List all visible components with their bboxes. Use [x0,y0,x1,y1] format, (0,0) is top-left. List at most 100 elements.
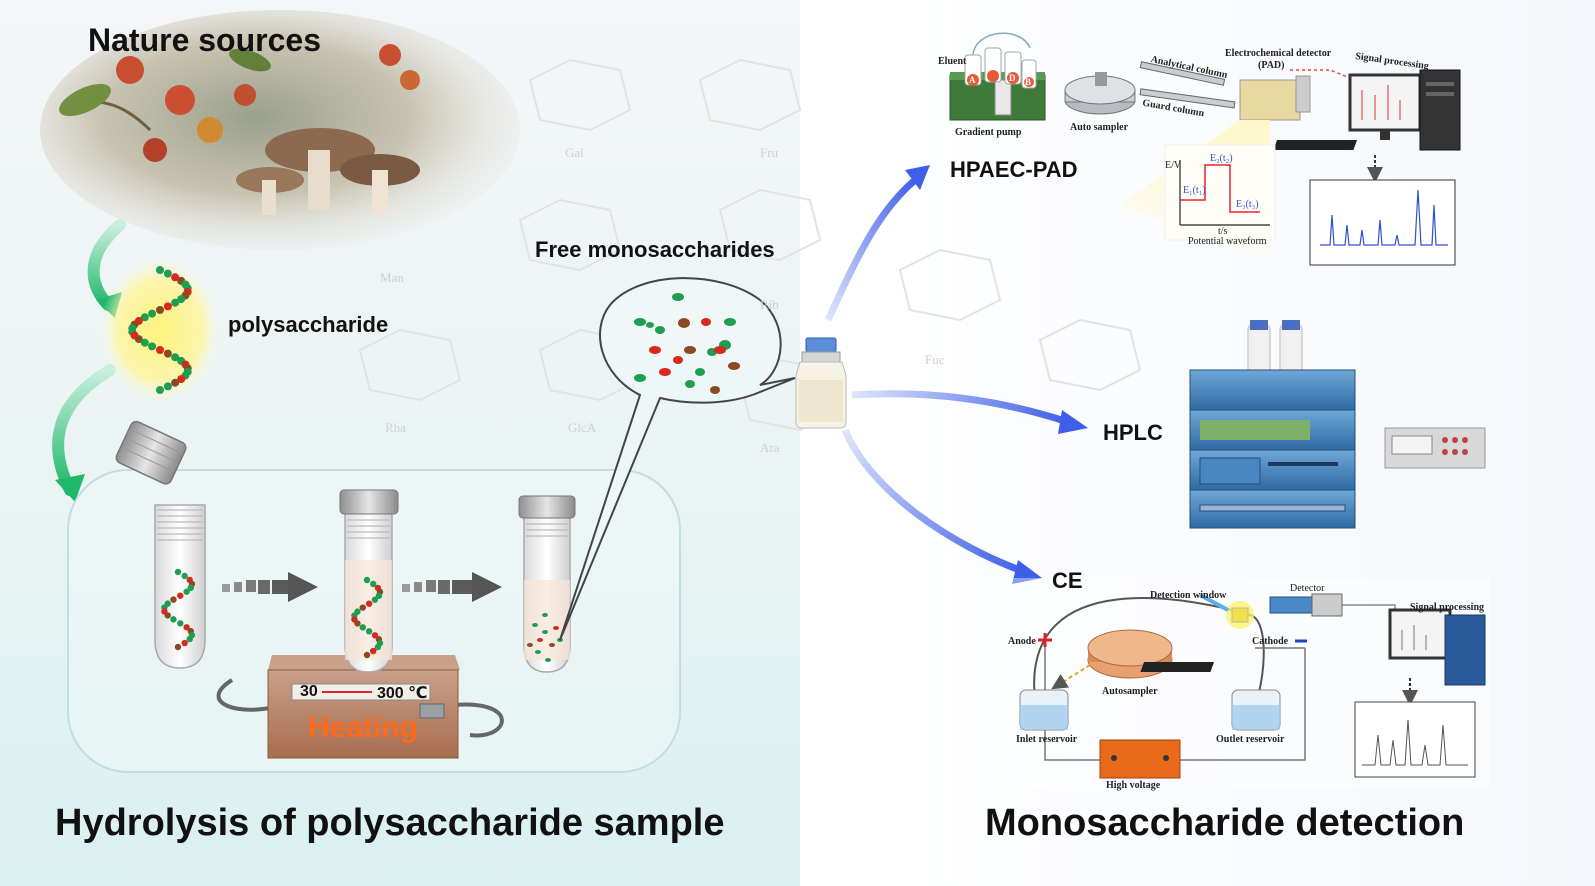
sugar-bead [156,266,164,274]
arrow-to-ce [841,428,1027,576]
sugar-bead [171,273,180,282]
sugar-bead [371,596,379,603]
monosaccharide-dot [634,374,646,382]
hplc-label: HPLC [1103,420,1163,445]
potential-waveform-label: Potential waveform [1188,236,1267,247]
sugar-bead [374,643,382,651]
auto-sampler-label: Auto sampler [1070,122,1129,133]
sugar-bead [359,604,366,611]
structure-label-fuc: Fuc [925,352,945,367]
sugar-bead [174,568,182,576]
structure-label-fru: Fru [760,145,779,160]
sugar-bead [187,584,195,591]
sugar-bead [134,335,143,344]
monosaccharide-dot [659,368,671,376]
ce-signal-processing-label: Signal processing [1410,602,1484,613]
process-arrow-1 [222,572,318,602]
monosaccharide-dot [684,346,696,354]
sugar-bead [365,600,373,607]
sugar-bead [371,632,379,639]
monosaccharide-dot [701,318,711,326]
sugar-bead [181,572,188,580]
sugar-bead [140,338,149,347]
monosaccharide-dot [710,386,720,394]
test-tube-3 [518,495,576,673]
monosaccharide-dot [542,613,548,617]
bottle-a-label: A [969,75,976,85]
structure-label-glca: GlcA [568,420,597,435]
e1-label: E₁(t₁) [1183,185,1206,196]
ce-detector-label: Detector [1290,583,1325,594]
green-arrow-1 [87,219,126,311]
monosaccharide-dot [678,318,690,328]
arrow-to-hplc [851,390,1070,426]
sugar-bead [163,269,172,278]
monosaccharide-dot [685,380,695,388]
cathode-label: Cathode [1252,636,1289,647]
hpaec-apparatus [949,32,1461,266]
electrochemical-detector-label: Electrochemical detector [1225,48,1332,59]
sugar-bead [148,309,157,318]
monosaccharide-dot [532,623,538,627]
mushrooms [236,128,420,215]
autosampler-label: Autosampler [1102,686,1158,697]
sugar-bead [163,302,172,311]
structure-label-gal: Gal [565,145,584,160]
hpaec-pad-label: HPAEC-PAD [950,157,1078,182]
hydrolysis-title: Hydrolysis of polysaccharide sample [55,802,725,844]
heater [216,655,504,759]
sugar-bead [181,639,188,647]
polysaccharide-chain [128,266,192,394]
structure-label-man: Man [380,270,404,285]
gradient-pump-label: Gradient pump [955,127,1022,138]
ce-apparatus [995,578,1490,788]
polysaccharide-glow [100,258,220,402]
sugar-bead [170,596,177,603]
monosaccharide-dot [649,346,661,354]
monosaccharide-dot [634,318,646,326]
monosaccharide-dot [655,326,665,334]
monosaccharide-dot [549,643,555,647]
high-voltage-label: High voltage [1106,780,1161,791]
monosaccharide-dot [673,356,683,364]
axis-ts-label: t/s [1218,226,1228,237]
sugar-bead [369,647,377,655]
sugar-bead [156,346,164,354]
sugar-bead [177,620,184,627]
monosaccharide-dot [553,626,559,630]
pad-abbr-label: (PAD) [1258,60,1285,71]
sugar-bead [170,616,177,623]
sugar-bead [177,375,186,384]
sugar-bead [171,298,180,307]
e3-label: E₃(t₃) [1236,199,1259,210]
polysaccharide-label: polysaccharide [228,312,389,337]
test-tube-2 [339,489,399,673]
sugar-bead [171,378,180,387]
sugar-bead [359,624,366,631]
sugar-bead [140,313,149,322]
process-arrow-2 [402,572,502,602]
monosaccharide-dot [527,643,533,647]
sugar-bead [148,342,157,351]
sugar-bead [156,386,164,394]
monosaccharide-dot [542,630,548,634]
monosaccharide-dot [724,318,736,326]
sugar-bead [164,612,171,619]
bottle-d-label: D [1009,73,1016,83]
e2-label: E₂(t₂) [1210,153,1233,164]
sugar-bead [369,580,377,588]
monosaccharide-dot [535,650,541,654]
sugar-bead [177,295,186,304]
loose-cap [115,420,187,485]
sugar-bead [163,382,172,391]
monosaccharide-dot [646,322,654,328]
test-tube-1 [154,504,206,669]
heater-temp-low: 30 [300,683,318,700]
outlet-reservoir-label: Outlet reservoir [1216,734,1285,745]
green-arrow-2 [52,364,116,496]
sugar-bead [183,588,190,595]
berries [59,44,420,162]
sugar-bead [183,624,190,631]
monosaccharide-dot [714,346,726,354]
